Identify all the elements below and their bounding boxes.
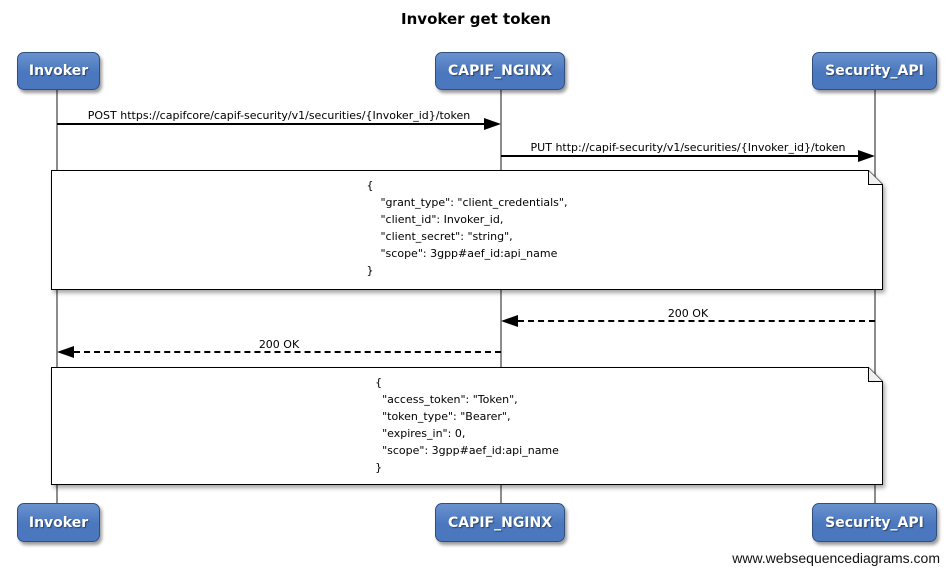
message-post-token-label: POST https://capifcore/capif-security/v1… — [87, 109, 471, 122]
lifeline-security-api — [874, 90, 876, 503]
arrowhead-right-icon — [484, 118, 501, 130]
arrowhead-left-icon — [57, 346, 74, 358]
message-ok-to-nginx-label: 200 OK — [667, 307, 709, 320]
note-request-body: { "grant_type": "client_credentials", "c… — [51, 170, 883, 290]
note-outline-folded-corner-icon — [51, 367, 883, 485]
arrowhead-right-icon — [858, 150, 875, 162]
actor-capif-nginx-label: CAPIF_NGINX — [447, 63, 553, 79]
message-ok-to-invoker-label: 200 OK — [258, 338, 300, 351]
actor-invoker-label: Invoker — [28, 514, 89, 531]
message-put-token-line — [501, 155, 858, 157]
actor-capif-nginx-label: CAPIF_NGINX — [447, 514, 553, 531]
message-post-token-line — [57, 123, 484, 125]
lifeline-invoker — [56, 90, 58, 503]
actor-security-api-top: Security_API — [812, 52, 937, 90]
actor-security-api-bottom: Security_API — [812, 503, 937, 542]
actor-invoker-bottom: Invoker — [17, 503, 100, 542]
diagram-title: Invoker get token — [401, 10, 551, 28]
note-response-body-text: { "access_token": "Token", "token_type":… — [375, 376, 559, 474]
arrowhead-left-icon — [501, 315, 518, 327]
actor-invoker-label: Invoker — [28, 63, 89, 79]
actor-capif-nginx-bottom: CAPIF_NGINX — [435, 503, 565, 542]
note-request-body-text: { "grant_type": "client_credentials", "c… — [366, 179, 568, 277]
message-put-token-label: PUT http://capif-security/v1/securities/… — [530, 141, 846, 154]
actor-security-api-label: Security_API — [825, 514, 924, 531]
actor-security-api-label: Security_API — [825, 63, 924, 79]
watermark-websequencediagrams: www.websequencediagrams.com — [732, 550, 940, 566]
actor-capif-nginx-top: CAPIF_NGINX — [435, 52, 565, 90]
note-response-body: { "access_token": "Token", "token_type":… — [51, 367, 883, 485]
message-ok-to-invoker-line — [74, 351, 501, 353]
message-ok-to-nginx-line — [518, 320, 875, 322]
actor-invoker-top: Invoker — [17, 52, 100, 90]
lifeline-capif-nginx — [500, 90, 502, 503]
note-outline-folded-corner-icon — [51, 170, 883, 290]
